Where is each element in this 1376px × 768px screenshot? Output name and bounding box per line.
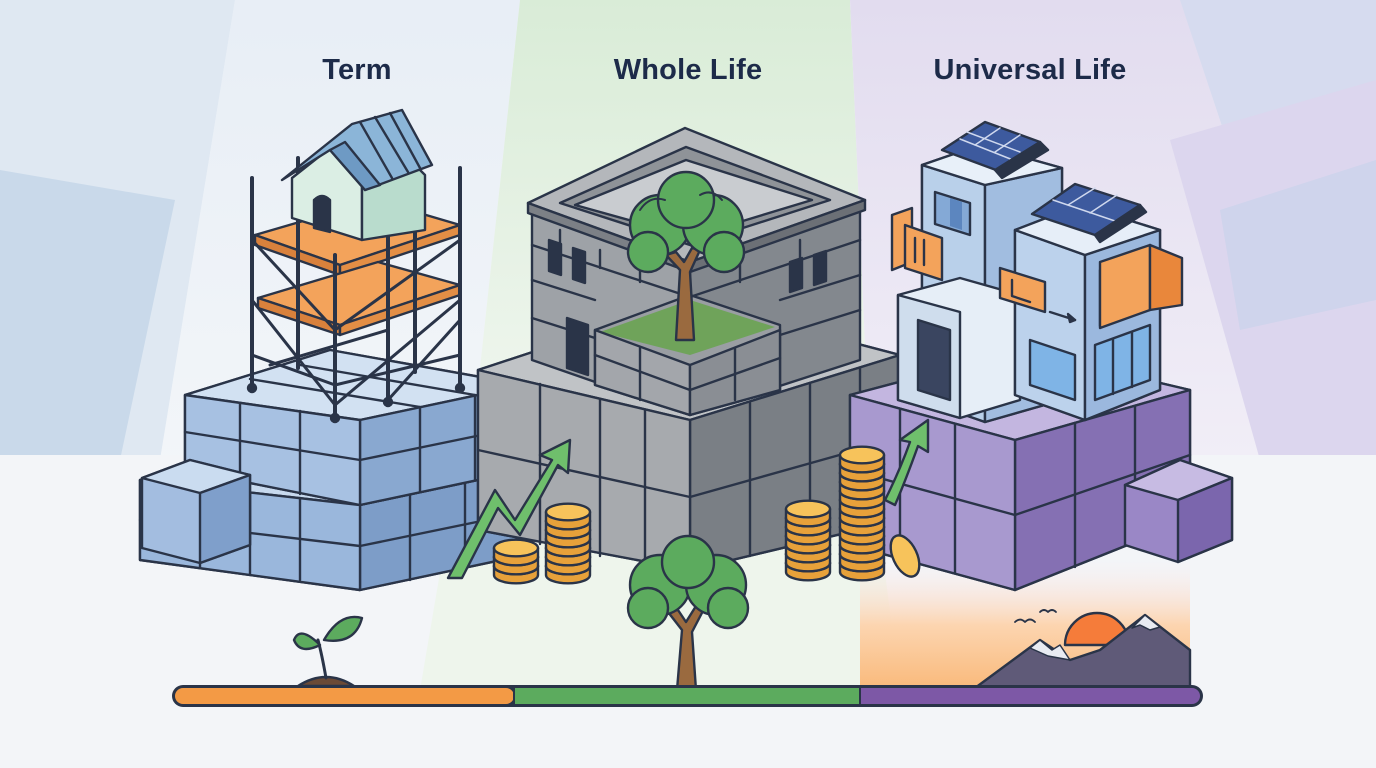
timeline-segment-whole-life: [514, 688, 860, 704]
scaffolding-icon: [246, 156, 466, 424]
modular-building-icon: [890, 143, 1184, 424]
timeline-segment-universal-life: [860, 688, 1200, 704]
sunset-mountain-icon: [973, 609, 1192, 690]
timeline-segment-term: [175, 688, 514, 704]
column-title-universal-life: Universal Life: [933, 54, 1127, 86]
house-icon: [280, 108, 434, 242]
solar-panel-icon: [940, 120, 1148, 244]
sprout-icon: [292, 615, 364, 688]
stone-building-icon: [526, 126, 867, 417]
growth-arrow-icon: [883, 418, 930, 507]
coin-stack-icon: [492, 502, 592, 585]
column-title-term: Term: [322, 54, 392, 86]
growth-arrow-icon: [446, 438, 572, 580]
tree-icon: [626, 170, 746, 342]
coin-stack-icon: [784, 445, 921, 582]
column-title-whole-life: Whole Life: [613, 54, 763, 86]
tree-icon: [626, 534, 750, 692]
timeline-bar: [172, 685, 1203, 707]
term-block-base: [138, 348, 527, 592]
